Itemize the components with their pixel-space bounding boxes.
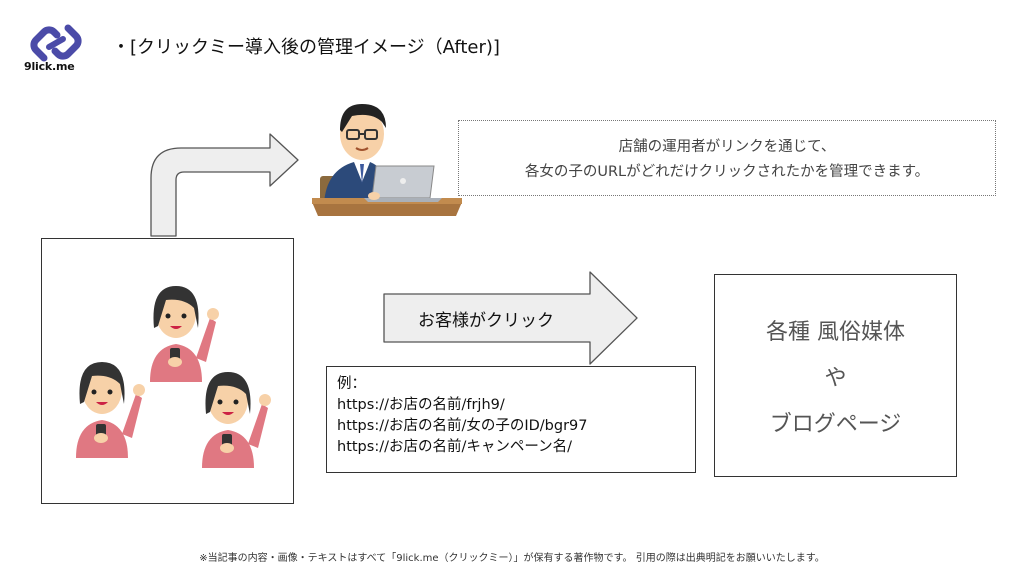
woman-smartphone-illustration <box>76 362 145 458</box>
example-heading: 例： <box>337 376 366 392</box>
operator-note: 店舗の運用者がリンクを通じて、 各女の子のURLがどれだけクリックされたかを管理… <box>458 120 996 196</box>
media-line-1: 各種 風俗媒体 <box>766 319 905 345</box>
media-line-3: ブログページ <box>769 411 902 437</box>
woman-smartphone-illustration <box>202 372 271 468</box>
click-arrow-label: お客様がクリック <box>418 311 554 331</box>
operator-laptop-illustration <box>312 104 462 216</box>
women-panel <box>41 238 294 504</box>
woman-smartphone-illustration <box>150 286 219 382</box>
media-destination-box: 各種 風俗媒体 や ブログページ <box>714 274 957 477</box>
click-arrow-icon <box>383 271 638 365</box>
chain-link-logo-icon <box>30 24 82 62</box>
bent-arrow-icon <box>150 133 299 237</box>
media-line-2: や <box>824 365 847 391</box>
logo-text: 9lick.me <box>24 60 75 73</box>
example-url: https://お店の名前/キャンペーン名/ <box>337 439 573 455</box>
copyright-footer: ※当記事の内容・画像・テキストはすべて「9lick.me（クリックミー）」が保有… <box>199 553 825 564</box>
example-url-box: 例： https://お店の名前/frjh9/ https://お店の名前/女の… <box>326 366 696 473</box>
note-line-1: 店舗の運用者がリンクを通じて、 <box>618 139 836 155</box>
example-url: https://お店の名前/frjh9/ <box>337 397 505 413</box>
page-title: ・[クリックミー導入後の管理イメージ（After)] <box>112 37 500 58</box>
note-line-2: 各女の子のURLがどれだけクリックされたかを管理できます。 <box>524 164 930 180</box>
example-url: https://お店の名前/女の子のID/bgr97 <box>337 418 588 434</box>
